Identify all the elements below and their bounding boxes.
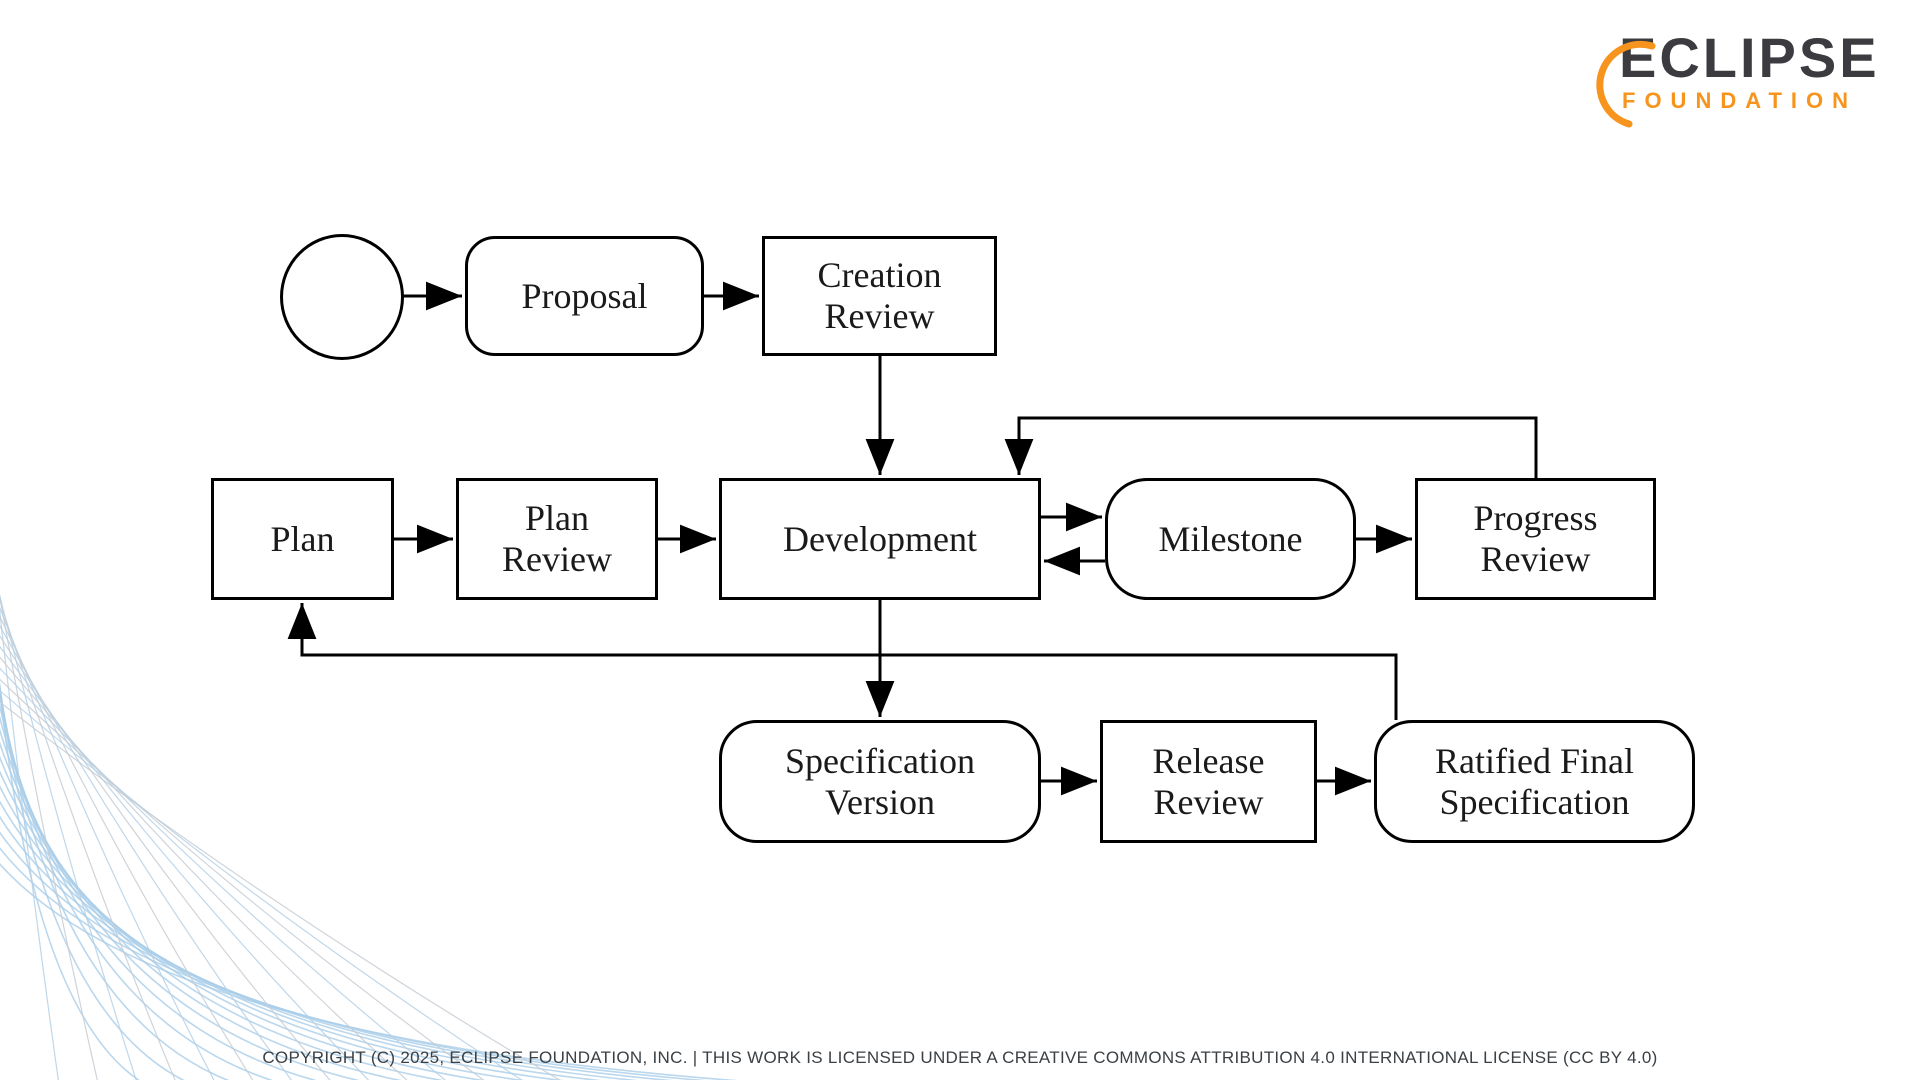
node-milestone-label: Milestone: [1158, 518, 1303, 559]
node-proposal: Proposal: [465, 236, 704, 356]
node-plan-label: Plan: [270, 518, 335, 559]
logo-subtitle-text: FOUNDATION: [1622, 88, 1858, 113]
edge-progress-review-loop-to-development: [1004, 416, 1538, 478]
node-plan-review-label: Plan Review: [502, 498, 612, 579]
swoosh-line: [0, 656, 408, 1080]
swoosh-line: [0, 667, 447, 1080]
node-ratified-final-specification-label: Ratified Final Specification: [1435, 740, 1634, 822]
copyright-text: COPYRIGHT (C) 2025, ECLIPSE FOUNDATION, …: [262, 1048, 1658, 1067]
swoosh-line: [0, 678, 485, 1080]
swoosh-line: [0, 690, 523, 1080]
node-ratified-final-specification: Ratified Final Specification: [1374, 720, 1695, 843]
node-specification-version: Specification Version: [719, 720, 1041, 843]
node-creation-review-label: Creation Review: [817, 255, 942, 336]
logo-brand-text: ECLIPSE: [1619, 26, 1880, 89]
eclipse-foundation-logo: ECLIPSE FOUNDATION: [1593, 26, 1913, 128]
node-plan: Plan: [211, 478, 394, 600]
node-release-review: Release Review: [1100, 720, 1317, 843]
node-plan-review: Plan Review: [456, 478, 658, 600]
node-specification-version-label: Specification Version: [785, 740, 975, 822]
node-progress-review: Progress Review: [1415, 478, 1656, 600]
node-development-label: Development: [783, 518, 977, 559]
node-creation-review: Creation Review: [762, 236, 997, 356]
node-progress-review-label: Progress Review: [1473, 498, 1598, 579]
swoosh-line: [0, 625, 292, 1080]
swoosh-line: [0, 728, 403, 1080]
node-milestone: Milestone: [1105, 478, 1356, 600]
eclipse-arc-icon: [1596, 40, 1656, 128]
swoosh-line: [0, 645, 370, 1080]
node-start-circle: [280, 234, 404, 360]
edge-ratified-feedback-to-plan: [287, 603, 1398, 720]
swoosh-line: [0, 755, 485, 1080]
node-release-review-label: Release Review: [1152, 740, 1265, 822]
swoosh-line: [0, 635, 331, 1080]
swoosh-line: [0, 741, 445, 1080]
swoosh-line: [0, 785, 564, 1080]
swoosh-line: [0, 615, 254, 1080]
node-development: Development: [719, 478, 1041, 600]
swoosh-line: [0, 703, 317, 1080]
swoosh-line: [0, 701, 561, 1080]
node-proposal-label: Proposal: [521, 275, 648, 316]
